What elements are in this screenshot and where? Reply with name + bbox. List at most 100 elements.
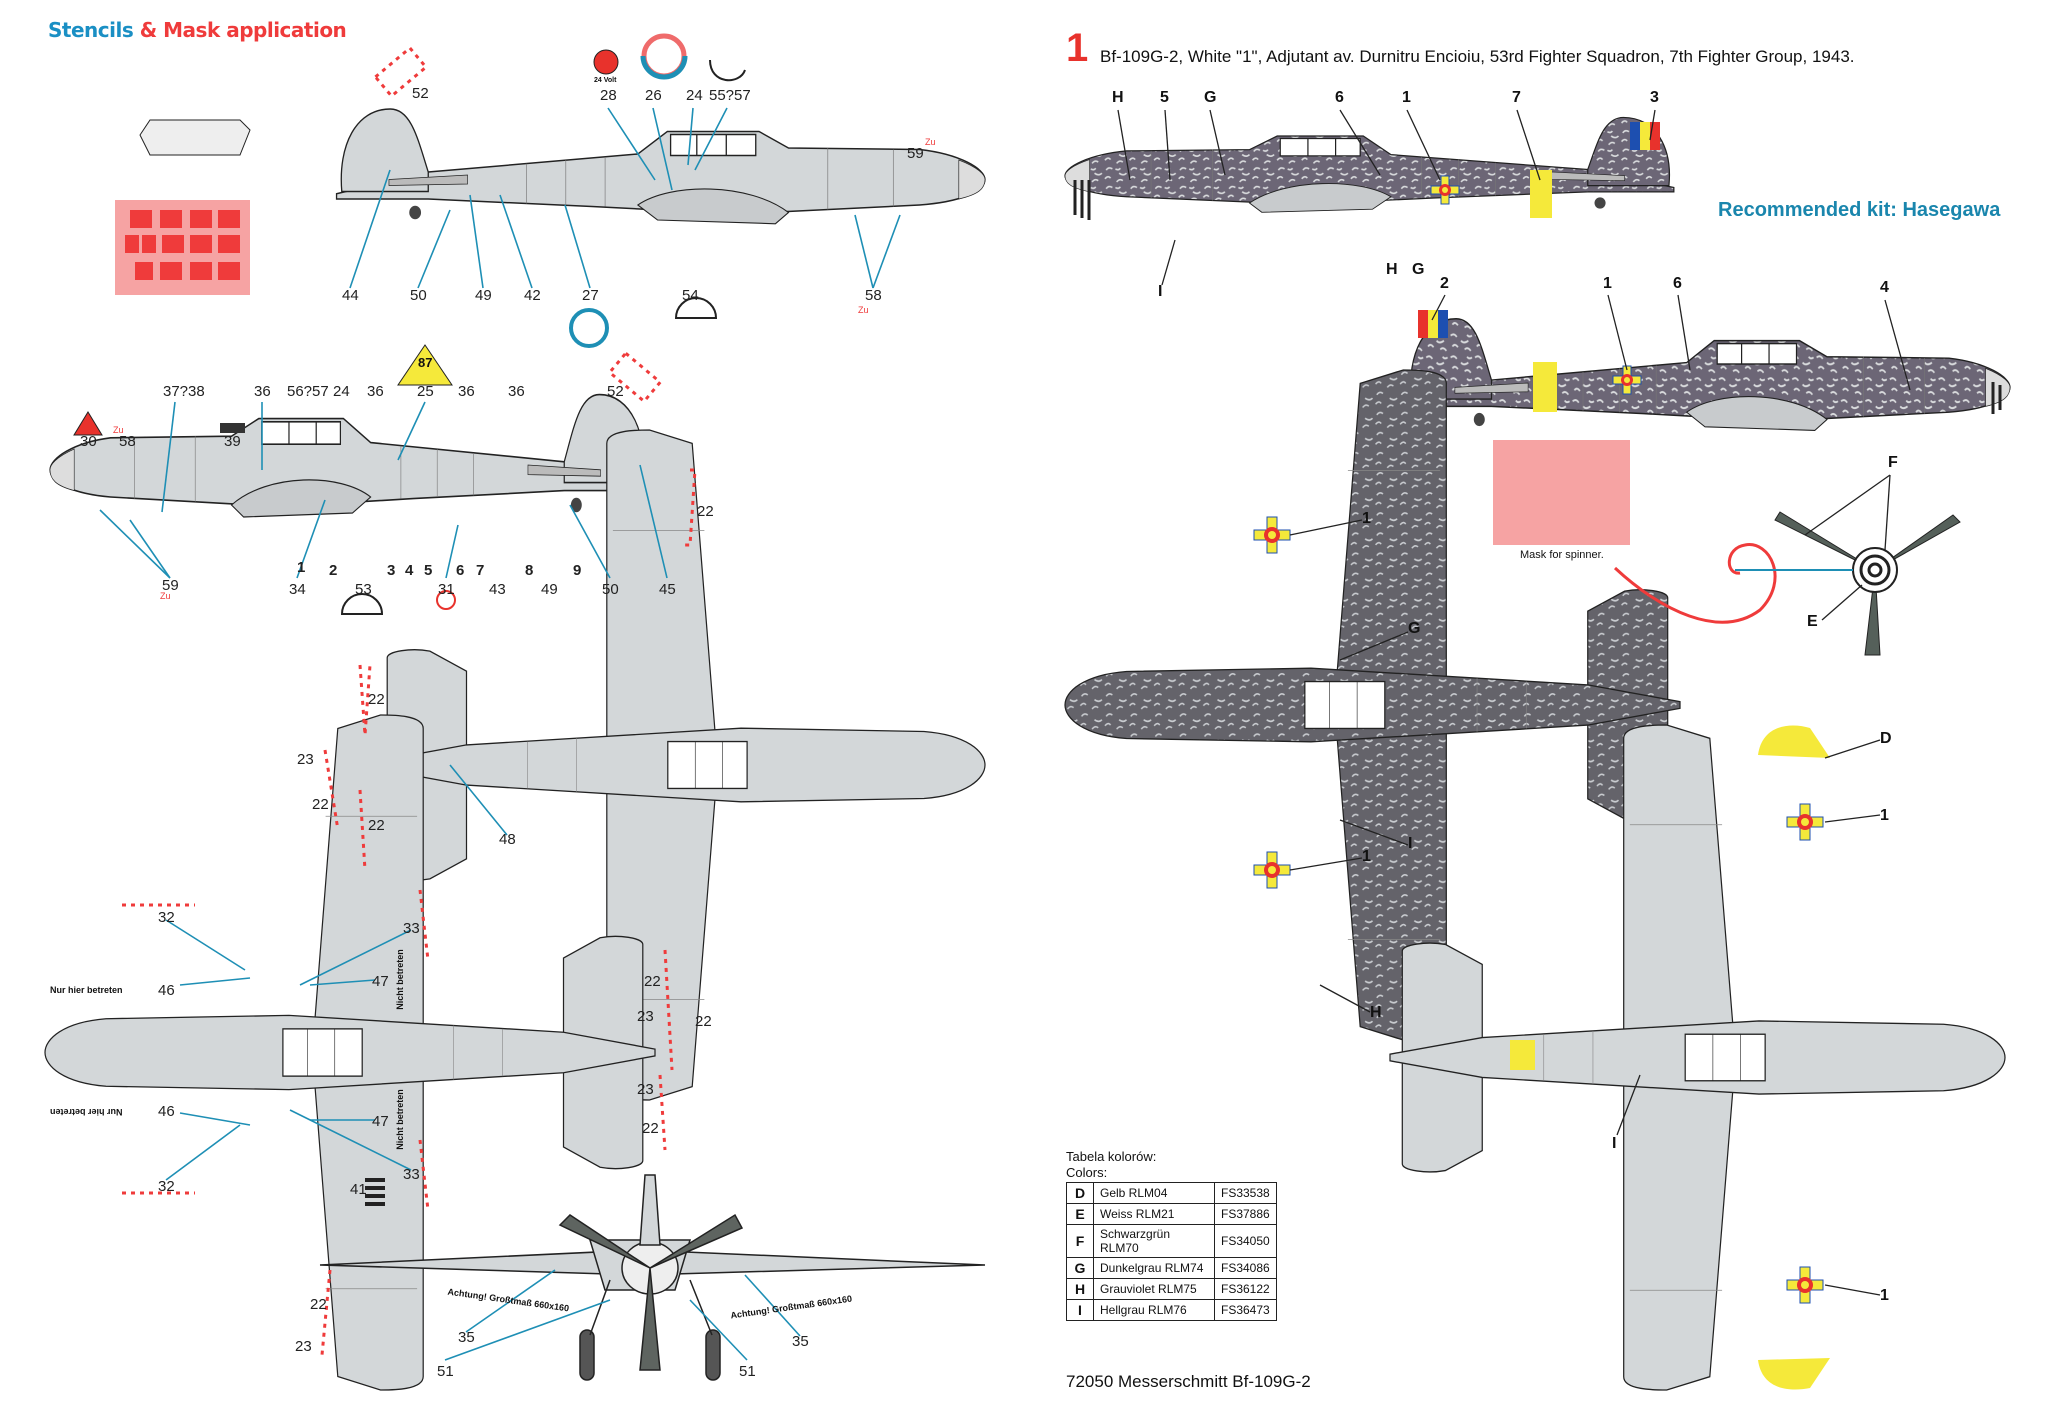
color-name: Dunkelgrau RLM74 (1093, 1257, 1215, 1279)
color-table-heading-pl: Tabela kolorów: (1066, 1149, 1157, 1164)
callout: 6 (1673, 275, 1682, 292)
callout: 58 (865, 287, 882, 304)
callout: 25 (417, 383, 434, 400)
color-key: E (1066, 1203, 1094, 1225)
callout: 1 (1402, 89, 1411, 106)
callout: 3 (1650, 89, 1659, 106)
stencil-profile-right (335, 108, 986, 225)
callout: E (1807, 613, 1818, 630)
color-fs: FS34050 (1214, 1224, 1277, 1258)
color-key: I (1066, 1299, 1094, 1321)
callout: 7 (476, 562, 485, 579)
callout: D (1880, 730, 1892, 747)
profile-title: Bf-109G-2, White "1", Adjutant av. Durni… (1100, 47, 1855, 66)
color-name: Hellgrau RLM76 (1093, 1299, 1215, 1321)
product-footer: 72050 Messerschmitt Bf-109G-2 (1066, 1372, 1311, 1391)
callout: 32 (158, 909, 175, 926)
camo-leader-lines (1117, 109, 1911, 1296)
callout: 45 (659, 581, 676, 598)
callout: H (1386, 261, 1398, 278)
callout: 6 (1335, 89, 1344, 106)
callout: 23 (637, 1081, 654, 1098)
callout: 34 (289, 581, 306, 598)
callout: 46 (158, 1103, 175, 1120)
callout: 28 (600, 87, 617, 104)
callout: I (1408, 835, 1413, 852)
callout: 1 (1362, 848, 1371, 865)
callout: 41 (350, 1181, 367, 1198)
nicht-betreten: Nicht betreten (394, 1089, 405, 1150)
callout: 58 (119, 433, 136, 450)
callout: 22 (697, 503, 714, 520)
callout: 47 (372, 1113, 389, 1130)
callout: H (1112, 89, 1124, 106)
callout: 59 (162, 577, 179, 594)
callout: 36 (508, 383, 525, 400)
callout: 31 (438, 581, 455, 598)
stencil-profile-left (49, 393, 650, 518)
callout: 2 (1440, 275, 1449, 292)
callout: 26 (645, 87, 662, 104)
nur-hier-betreten-flipped: Nur hier betreten (50, 1107, 123, 1117)
mask-application-word: Mask application (163, 18, 347, 42)
zu-label: Zu (160, 591, 171, 601)
leader-lines (99, 107, 901, 1361)
color-fs: FS33538 (1214, 1182, 1277, 1204)
callout: 59 (907, 145, 924, 162)
callout: 50 (602, 581, 619, 598)
stencil-front-view (319, 1174, 986, 1381)
callout: 47 (372, 973, 389, 990)
stencil-mask-sheet (115, 119, 251, 295)
callout: 1 (1880, 807, 1889, 824)
stencil-top-view (374, 429, 986, 1101)
callout: 9 (573, 562, 582, 579)
callout: 33 (403, 1166, 420, 1183)
callout: 48 (499, 831, 516, 848)
zu-label: Zu (113, 425, 124, 435)
callout: 22 (310, 1296, 327, 1313)
callout: 36 (367, 383, 384, 400)
callout: 23 (297, 751, 314, 768)
callout: 6 (456, 562, 465, 579)
callout: 50 (410, 287, 427, 304)
callout: 51 (739, 1363, 756, 1380)
callout: 56?57 (287, 383, 329, 400)
callout: 22 (368, 817, 385, 834)
camo-profile-left (1064, 116, 1675, 213)
callout: 22 (368, 691, 385, 708)
callout: 24 (686, 87, 703, 104)
propeller (1735, 511, 1961, 656)
ampersand: & (139, 18, 157, 42)
callout: 1 (1362, 510, 1371, 527)
callout: 36 (254, 383, 271, 400)
callout: 39 (224, 433, 241, 450)
callout: 22 (312, 796, 329, 813)
color-name: Grauviolet RLM75 (1093, 1278, 1215, 1300)
callout: G (1408, 620, 1421, 637)
volt-stencil: 24 Volt (594, 77, 617, 84)
stencils-word: Stencils (48, 18, 134, 42)
recommended-kit: Recommended kit: Hasegawa (1718, 199, 2001, 221)
roundels (1253, 175, 1824, 1304)
callout: 7 (1512, 89, 1521, 106)
spinner-mask-box (1493, 440, 1630, 545)
callout: 37?38 (163, 383, 205, 400)
color-key: F (1066, 1224, 1094, 1258)
triangle-87: 87 (418, 355, 433, 370)
callout: 1 (1880, 1287, 1889, 1304)
callout: 52 (412, 85, 429, 102)
callout: G (1412, 261, 1425, 278)
callout: 4 (1880, 279, 1889, 296)
callout: 49 (541, 581, 558, 598)
callout: 23 (637, 1008, 654, 1025)
color-name: Weiss RLM21 (1093, 1203, 1215, 1225)
callout: 55?57 (709, 87, 751, 104)
underside-view (1389, 724, 2006, 1391)
callout: 1 (297, 559, 306, 576)
callout: 3 (387, 562, 396, 579)
callout: 2 (329, 562, 338, 579)
